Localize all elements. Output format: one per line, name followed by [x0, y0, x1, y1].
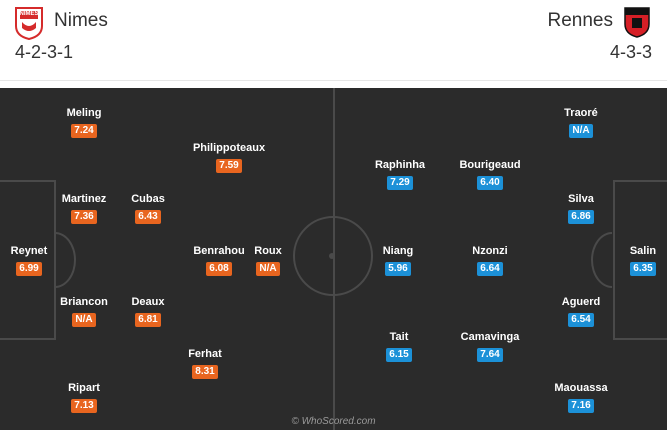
player-name: Benrahou: [193, 245, 245, 257]
away-player-salin[interactable]: Salin 6.35: [603, 244, 667, 276]
away-player-aguerd[interactable]: Aguerd 6.54: [541, 295, 621, 327]
player-name: Cubas: [131, 193, 165, 205]
whoscored-watermark: © WhoScored.com: [291, 416, 376, 427]
player-name: Meling: [66, 107, 102, 119]
away-player-raphinha[interactable]: Raphinha 7.29: [360, 158, 440, 190]
player-rating-badge: 5.96: [385, 262, 411, 276]
player-rating-badge: 6.15: [386, 348, 412, 362]
player-rating-badge: 6.86: [568, 210, 594, 224]
player-rating-badge: N/A: [72, 313, 96, 327]
player-name: Salin: [629, 245, 657, 257]
home-player-briancon[interactable]: Briancon N/A: [44, 295, 124, 327]
away-player-bourigeaud[interactable]: Bourigeaud 6.40: [450, 158, 530, 190]
player-rating-badge: 6.08: [206, 262, 232, 276]
away-team-name[interactable]: Rennes: [547, 10, 614, 31]
player-name: Ferhat: [188, 348, 222, 360]
player-rating-badge: 6.35: [630, 262, 656, 276]
pitch: [0, 88, 667, 430]
player-rating-badge: 6.43: [135, 210, 161, 224]
nimes-badge-icon: NIMES: [14, 6, 44, 41]
player-rating-badge: 6.81: [135, 313, 161, 327]
home-player-reynet[interactable]: Reynet 6.99: [0, 244, 69, 276]
home-player-meling[interactable]: Meling 7.24: [44, 106, 124, 138]
player-name: Martinez: [61, 193, 107, 205]
center-spot: [329, 253, 335, 259]
right-penalty-box: [613, 180, 667, 340]
player-name: Traoré: [564, 107, 598, 119]
player-name: Reynet: [10, 245, 48, 257]
player-rating-badge: N/A: [569, 124, 593, 138]
player-name: Briancon: [60, 296, 108, 308]
player-name: Camavinga: [460, 331, 520, 343]
player-rating-badge: 7.29: [387, 176, 413, 190]
home-player-deaux[interactable]: Deaux 6.81: [108, 295, 188, 327]
player-rating-badge: 6.99: [16, 262, 42, 276]
player-rating-badge: 7.64: [477, 348, 503, 362]
rennes-badge-icon: [623, 6, 651, 38]
home-formation: 4-2-3-1: [15, 42, 74, 62]
player-name: Bourigeaud: [459, 159, 521, 171]
away-player-niang[interactable]: Niang 5.96: [358, 244, 438, 276]
home-player-benrahou[interactable]: Benrahou 6.08: [179, 244, 259, 276]
nimes-badge-text: NIMES: [19, 11, 39, 17]
home-player-roux[interactable]: Roux N/A: [228, 244, 308, 276]
center-circle: [293, 216, 373, 296]
player-name: Nzonzi: [472, 245, 508, 257]
home-player-cubas[interactable]: Cubas 6.43: [108, 192, 188, 224]
player-name: Raphinha: [374, 159, 426, 171]
home-player-ripart[interactable]: Ripart 7.13: [44, 381, 124, 413]
player-name: Tait: [389, 331, 409, 343]
player-name: Roux: [254, 245, 282, 257]
home-player-philippoteaux[interactable]: Philippoteaux 7.59: [189, 141, 269, 173]
home-player-martinez[interactable]: Martinez 7.36: [44, 192, 124, 224]
player-rating-badge: 7.59: [216, 159, 242, 173]
player-rating-badge: 8.31: [192, 365, 218, 379]
player-rating-badge: 6.54: [568, 313, 594, 327]
away-player-nzonzi[interactable]: Nzonzi 6.64: [450, 244, 530, 276]
player-name: Niang: [382, 245, 414, 257]
away-player-maouassa[interactable]: Maouassa 7.16: [541, 381, 621, 413]
away-formation: 4-3-3: [609, 42, 652, 62]
player-name: Deaux: [131, 296, 165, 308]
player-name: Silva: [568, 193, 594, 205]
player-name: Philippoteaux: [192, 142, 266, 154]
player-rating-badge: 7.13: [71, 399, 97, 413]
player-rating-badge: 6.40: [477, 176, 503, 190]
player-rating-badge: N/A: [256, 262, 280, 276]
match-header: NIMES Nimes 4-2-3-1 Rennes 4-3-3: [0, 0, 667, 81]
away-player-silva[interactable]: Silva 6.86: [541, 192, 621, 224]
player-rating-badge: 7.16: [568, 399, 594, 413]
player-name: Maouassa: [554, 382, 608, 394]
away-player-camavinga[interactable]: Camavinga 7.64: [450, 330, 530, 362]
player-rating-badge: 7.24: [71, 124, 97, 138]
player-name: Ripart: [68, 382, 100, 394]
home-team-name[interactable]: Nimes: [54, 10, 108, 31]
away-player-traore[interactable]: Traoré N/A: [541, 106, 621, 138]
home-player-ferhat[interactable]: Ferhat 8.31: [165, 347, 245, 379]
away-player-tait[interactable]: Tait 6.15: [359, 330, 439, 362]
player-name: Aguerd: [561, 296, 601, 308]
player-rating-badge: 6.64: [477, 262, 503, 276]
player-rating-badge: 7.36: [71, 210, 97, 224]
